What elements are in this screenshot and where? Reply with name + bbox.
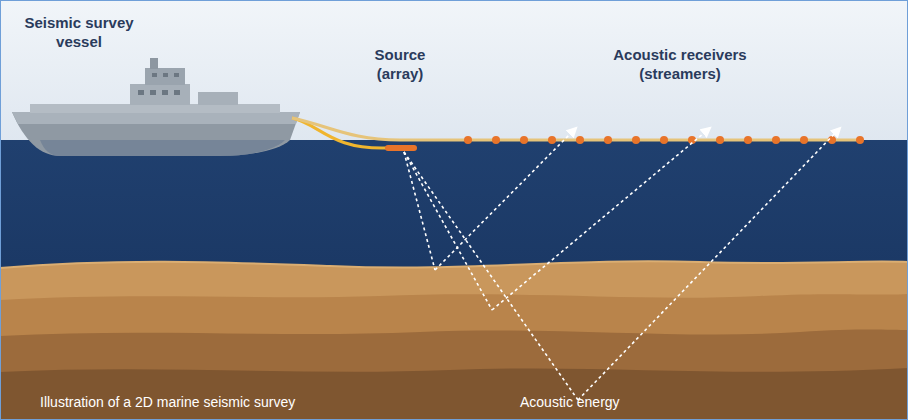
receiver-dot	[632, 136, 640, 144]
energy-label: Acoustic energy	[520, 394, 680, 412]
receiver-dot	[604, 136, 612, 144]
source-label: Source (array)	[350, 46, 450, 84]
receiver-dot	[492, 136, 500, 144]
receiver-dot	[800, 136, 808, 144]
receiver-dot	[772, 136, 780, 144]
vessel-label: Seismic survey vessel	[14, 14, 144, 52]
caption: Illustration of a 2D marine seismic surv…	[40, 394, 400, 412]
receiver-dot	[520, 136, 528, 144]
receiver-dot	[548, 136, 556, 144]
receiver-dot	[856, 136, 864, 144]
receiver-dot	[660, 136, 668, 144]
receiver-dot	[744, 136, 752, 144]
receivers-label: Acoustic receivers (streamers)	[590, 46, 770, 84]
receiver-dot	[576, 136, 584, 144]
receiver-dot	[716, 136, 724, 144]
receiver-dot	[464, 136, 472, 144]
